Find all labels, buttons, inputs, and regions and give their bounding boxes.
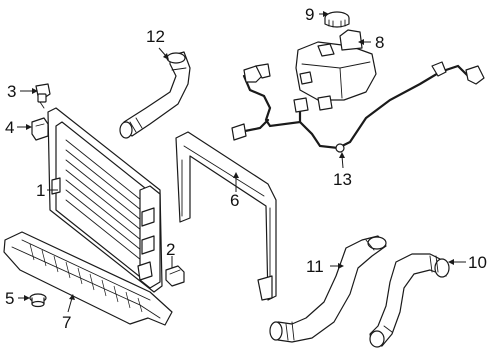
callout-10: 10 — [468, 253, 487, 272]
leader-lines — [17, 11, 466, 313]
callout-2: 2 — [166, 240, 175, 259]
rubber-mount — [31, 117, 49, 141]
callout-1: 1 — [36, 181, 45, 200]
air-guide-frame — [175, 131, 277, 301]
callout-12: 12 — [146, 27, 165, 46]
callout-labels: 1 2 3 4 5 6 7 8 9 10 11 12 13 — [5, 5, 487, 332]
callout-4: 4 — [5, 118, 14, 137]
mount-clip-upper — [35, 83, 51, 109]
callout-13: 13 — [333, 170, 352, 189]
upper-radiator-hose — [119, 51, 191, 139]
lower-radiator-hose — [269, 235, 387, 343]
expansion-tank-cap — [324, 11, 350, 28]
callout-11: 11 — [306, 257, 324, 276]
lower-air-deflector — [3, 231, 173, 326]
drain-plug — [165, 265, 185, 287]
callout-6: 6 — [230, 191, 239, 210]
callout-9: 9 — [305, 5, 314, 24]
callout-7: 7 — [62, 313, 71, 332]
bolt — [29, 293, 47, 308]
callout-5: 5 — [5, 289, 14, 308]
coolant-expansion-tank — [295, 29, 377, 111]
vent-hose-assembly — [231, 61, 485, 153]
callout-3: 3 — [7, 82, 16, 101]
coolant-hose — [369, 253, 450, 348]
callout-8: 8 — [375, 33, 384, 52]
radiator — [47, 107, 163, 293]
